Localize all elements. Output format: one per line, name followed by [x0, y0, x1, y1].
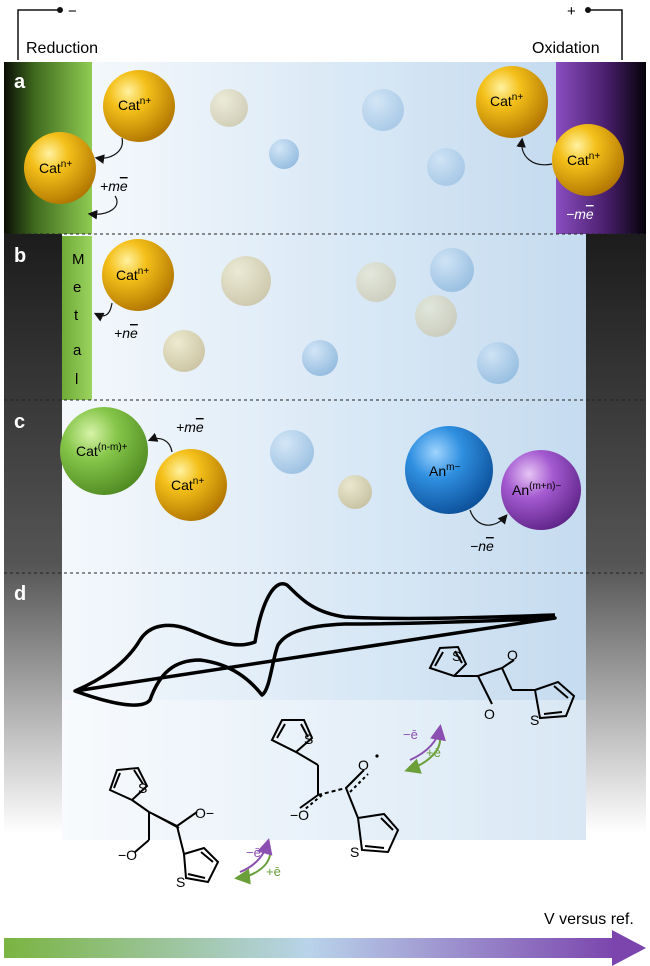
reduction-arrow-a: [94, 137, 123, 164]
oxidation-arrow-c: [469, 509, 508, 526]
step2-plus-electron: +ē: [266, 864, 281, 879]
cation-c: Catn+: [155, 449, 227, 521]
svg-text:Cat(n-m)+: Cat(n-m)+: [76, 442, 128, 459]
oxidation-electrons-a: −me: [566, 206, 594, 222]
cation-b: Catn+: [102, 239, 174, 311]
left-side-bar: [4, 234, 62, 834]
cation-left-lower: Catn+: [24, 132, 96, 204]
dianion-O2: −O: [118, 847, 137, 863]
reduction-electrons-c: +me: [176, 419, 204, 435]
radical-O1: O: [358, 757, 369, 773]
reduction-step-arrow-1: [404, 739, 441, 774]
panel-label-d: d: [14, 583, 26, 605]
cation-right-upper: Catn+: [476, 66, 548, 138]
step1-minus-electron: −ē: [403, 727, 418, 742]
radical-O2: −O: [290, 807, 309, 823]
potential-axis-label: V versus ref.: [544, 911, 634, 928]
svg-text:a: a: [73, 342, 82, 359]
reduction-arrow-c: [147, 432, 173, 453]
reduction-electrons-a: +me: [100, 178, 128, 194]
svg-text:Catn+: Catn+: [567, 151, 600, 168]
cyclic-voltammogram: [73, 582, 557, 707]
circuit-wires: [17, 7, 623, 60]
oxidation-arrow-a: [516, 137, 553, 166]
radical-dot: [375, 754, 379, 758]
radical-S1: S: [304, 731, 313, 747]
svg-text:An(m+n)−: An(m+n)−: [512, 481, 562, 498]
svg-text:e: e: [73, 279, 81, 296]
svg-text:Anm−: Anm−: [429, 462, 460, 479]
panel-label-a: a: [14, 71, 26, 93]
step1-plus-electron: +ē: [426, 745, 441, 760]
electron-arrow-a: [87, 195, 118, 220]
neutral-S2: S: [530, 712, 539, 728]
oxidation-electrons-c: −ne: [470, 538, 494, 554]
dianion-O1: O−: [195, 805, 214, 821]
neutral-S1: S: [452, 648, 461, 664]
svg-text:t: t: [74, 307, 79, 324]
electrolyte-bcd: [62, 234, 586, 840]
svg-text:Catn+: Catn+: [171, 476, 204, 493]
radical-S2: S: [350, 844, 359, 860]
oxidation-label: Oxidation: [532, 40, 600, 57]
deposition-electrons-b: +ne: [114, 325, 138, 341]
anion-c: Anm−: [405, 426, 493, 514]
panel-label-c: c: [14, 411, 25, 433]
oxidized-anion-c: An(m+n)−: [501, 450, 581, 530]
svg-text:Catn+: Catn+: [118, 96, 151, 113]
right-side-bar: [586, 234, 646, 834]
background-ions: [163, 89, 519, 509]
negative-terminal: −: [68, 3, 77, 20]
neutral-O2: O: [484, 706, 495, 722]
potential-axis-arrow: [4, 930, 646, 966]
cation-right-lower: Catn+: [552, 124, 624, 196]
dianion-S2: S: [176, 874, 185, 890]
svg-text:Catn+: Catn+: [39, 159, 72, 176]
cation-left-upper: Catn+: [103, 70, 175, 142]
reduction-step-arrow-2: [234, 854, 271, 885]
metal-label: M e t a l: [72, 251, 85, 388]
reduction-label: Reduction: [26, 40, 98, 57]
deposition-arrow-b: [93, 302, 113, 322]
svg-text:Catn+: Catn+: [116, 266, 149, 283]
dianion-structure: [108, 766, 220, 884]
oxidation-step-arrow-1: [409, 724, 446, 761]
positive-terminal: +: [567, 3, 576, 20]
metal-deposit: [62, 236, 92, 400]
neutral-O1: O: [507, 647, 518, 663]
svg-text:M: M: [72, 251, 85, 268]
neutral-structure: [428, 645, 576, 720]
svg-text:Catn+: Catn+: [490, 92, 523, 109]
radical-anion-structure: [270, 719, 400, 854]
dianion-S1: S: [138, 780, 147, 796]
panel-label-b: b: [14, 245, 26, 267]
reduced-cation-c: Cat(n-m)+: [60, 407, 148, 495]
svg-text:l: l: [75, 371, 78, 388]
step2-minus-electron: −ē: [246, 845, 261, 860]
panel-dividers: [4, 233, 646, 574]
